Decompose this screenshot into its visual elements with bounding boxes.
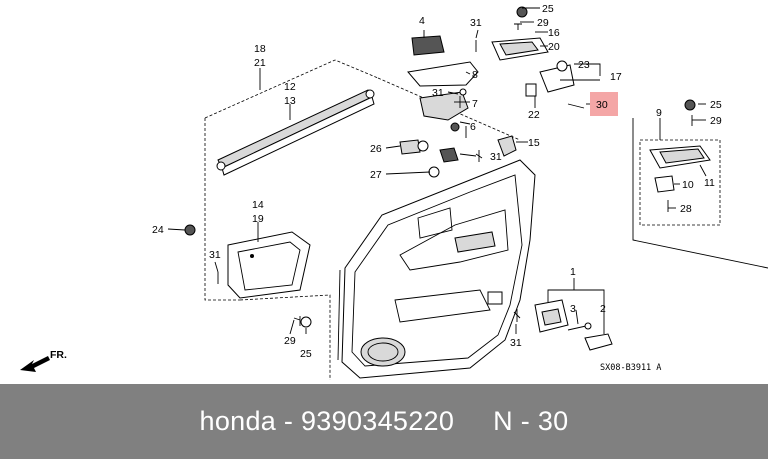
callout-30: 30 — [596, 99, 608, 111]
callout-7: 7 — [472, 98, 478, 110]
callout-29-top: 29 — [537, 17, 549, 29]
diagram-code: SX08-B3911 A — [600, 363, 661, 373]
callout-31-upper: 31 — [432, 87, 444, 99]
callout-12: 12 — [284, 81, 296, 93]
window-switch-group — [649, 145, 711, 212]
callout-11: 11 — [704, 177, 715, 189]
callout-23: 23 — [578, 59, 590, 71]
callout-15: 15 — [528, 137, 540, 149]
callout-25-right: 25 — [710, 99, 722, 111]
switch-inset-frame — [632, 118, 768, 269]
parts-diagram: 18 21 12 13 14 19 24 31 29 25 26 27 31 1… — [20, 3, 768, 380]
callout-17: 17 — [610, 71, 622, 83]
mirror-switch-group — [491, 6, 575, 97]
frame-top-left — [204, 59, 379, 119]
front-arrow-icon — [20, 356, 50, 372]
callout-31-left: 31 — [209, 249, 221, 261]
callout-1: 1 — [570, 266, 576, 278]
callout-28: 28 — [680, 203, 692, 215]
callout-13: 13 — [284, 95, 296, 107]
callout-29-bottom: 29 — [284, 335, 296, 347]
callout-27: 27 — [370, 169, 382, 181]
callout-29-right: 29 — [710, 115, 722, 127]
leader-lines — [167, 7, 707, 335]
caption-text: honda - 9390345220 N - 30 — [199, 406, 569, 436]
callout-19: 19 — [252, 213, 264, 225]
callout-6: 6 — [470, 121, 476, 133]
callout-25-top: 25 — [542, 3, 554, 15]
front-label: FR. — [50, 349, 67, 361]
callout-4: 4 — [419, 15, 425, 27]
callout-9: 9 — [656, 107, 662, 119]
callout-31-mid: 31 — [490, 151, 502, 163]
door-lining-panel — [337, 159, 536, 379]
callout-31-top: 31 — [470, 17, 482, 29]
callout-10: 10 — [682, 179, 694, 191]
inner-handle-group — [534, 299, 613, 351]
switch-inset-dash — [639, 139, 721, 226]
front-arrow: FR. — [20, 349, 67, 372]
callout-18: 18 — [254, 43, 266, 55]
highlight-box — [590, 92, 618, 116]
callout-2: 2 — [600, 303, 606, 315]
callout-26: 26 — [370, 143, 382, 155]
callout-25-bottom: 25 — [300, 348, 312, 360]
callout-16: 16 — [548, 27, 560, 39]
callout-20: 20 — [548, 41, 560, 53]
callout-24: 24 — [152, 224, 164, 236]
fasteners — [184, 40, 696, 328]
callout-3: 3 — [570, 303, 576, 315]
frame-bottom — [239, 294, 331, 380]
callout-31-right: 31 — [510, 337, 522, 349]
door-pocket — [227, 231, 311, 299]
caption-bar: honda - 9390345220 N - 30 — [0, 384, 768, 459]
upper-parts-group — [407, 35, 479, 132]
callout-14: 14 — [252, 199, 264, 211]
callout-22: 22 — [528, 109, 540, 121]
callout-8: 8 — [472, 69, 478, 81]
weatherstrip — [216, 89, 375, 176]
frame-left — [204, 118, 240, 301]
callout-labels: 18 21 12 13 14 19 24 31 29 25 26 27 31 1… — [152, 3, 722, 360]
callout-21: 21 — [254, 57, 266, 69]
